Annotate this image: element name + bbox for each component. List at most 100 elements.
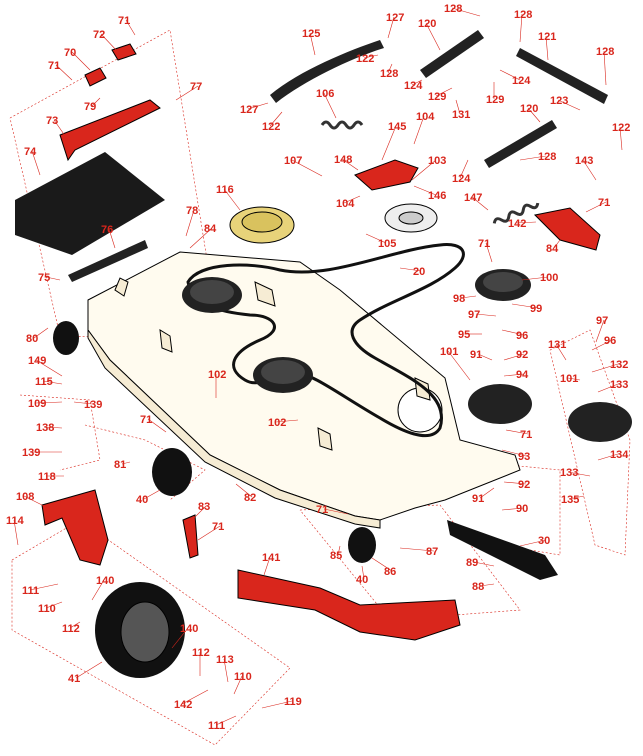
part-label-147: 147 (464, 192, 482, 204)
leader-line-93 (501, 449, 527, 457)
part-label-129: 129 (486, 94, 504, 106)
black-components (15, 30, 608, 678)
part-label-119: 119 (284, 696, 302, 708)
part-label-142: 142 (508, 218, 526, 230)
leader-line-79 (91, 97, 101, 107)
part-label-107: 107 (284, 155, 302, 167)
part-label-145: 145 (388, 121, 406, 133)
part-label-121: 121 (538, 31, 556, 43)
part-label-114: 114 (6, 515, 25, 527)
leader-line-142 (181, 689, 209, 705)
leader-line-127 (387, 16, 395, 39)
red-components (41, 43, 601, 641)
part-label-77: 77 (190, 81, 202, 93)
leader-line-40 (143, 489, 161, 500)
leader-line-94 (503, 373, 525, 377)
part-label-134: 134 (610, 449, 629, 461)
part-label-120: 120 (520, 103, 538, 115)
part-label-105: 105 (378, 238, 396, 250)
leader-line-129 (435, 87, 453, 97)
leader-line-141 (263, 556, 271, 576)
part-label-74: 74 (24, 146, 37, 158)
part-label-111: 111 (208, 720, 225, 732)
part-label-99: 99 (530, 303, 542, 315)
part-label-76: 76 (101, 224, 113, 236)
leader-line-128 (603, 50, 607, 86)
part-label-71: 71 (520, 429, 532, 441)
leader-line-124 (459, 159, 469, 179)
part-label-124: 124 (452, 173, 471, 185)
part-label-87: 87 (426, 546, 438, 558)
leader-line-76 (108, 228, 116, 249)
leader-line-104 (343, 195, 361, 204)
leader-line-105 (365, 233, 387, 244)
leader-line-71 (323, 508, 349, 515)
leader-line-121 (545, 35, 549, 61)
part-label-81: 81 (114, 459, 126, 471)
part-label-108: 108 (16, 491, 34, 503)
leader-line-128 (519, 155, 547, 161)
part-label-104: 104 (336, 198, 355, 210)
leader-line-128 (451, 7, 481, 17)
part-label-79: 79 (84, 101, 96, 113)
part-label-98: 98 (453, 293, 465, 305)
leader-line-110 (45, 601, 63, 609)
leader-line-84 (553, 239, 561, 249)
part-label-84: 84 (204, 223, 217, 235)
part-label-149: 149 (28, 355, 46, 367)
leader-line-80 (33, 327, 49, 339)
part-label-109: 109 (28, 398, 46, 410)
part-label-89: 89 (466, 557, 478, 569)
leader-line-115 (42, 380, 63, 385)
leader-line-72 (100, 33, 119, 53)
part-label-112: 112 (62, 623, 80, 635)
leader-line-133 (567, 471, 591, 477)
leader-line-103 (411, 159, 437, 181)
leader-line-133 (597, 383, 619, 393)
leader-line-100 (521, 276, 549, 281)
part-label-97: 97 (596, 315, 608, 327)
leader-line-135 (568, 495, 585, 500)
leader-line-71 (147, 418, 167, 433)
part-label-133: 133 (610, 379, 628, 391)
part-label-140: 140 (180, 623, 198, 635)
part-label-100: 100 (540, 272, 558, 284)
leader-line-140 (91, 579, 105, 601)
leader-line-71 (55, 64, 73, 81)
part-label-41: 41 (68, 673, 80, 685)
leader-line-101 (447, 350, 471, 381)
part-label-90: 90 (516, 503, 528, 515)
part-label-72: 72 (93, 29, 105, 41)
leader-line-92 (503, 481, 527, 485)
leader-line-113 (223, 658, 229, 683)
spindle-pulleys (182, 203, 632, 442)
part-label-127: 127 (386, 12, 404, 24)
leader-line-106 (323, 92, 337, 119)
leader-line-99 (511, 303, 539, 309)
part-label-129: 129 (428, 91, 446, 103)
part-label-71: 71 (48, 60, 60, 72)
leader-line-114 (13, 519, 19, 546)
leader-line-146 (413, 185, 437, 196)
part-label-80: 80 (26, 333, 38, 345)
leader-line-71 (125, 19, 136, 36)
part-label-112: 112 (192, 647, 210, 659)
leader-line-127 (247, 102, 269, 110)
leader-line-149 (35, 359, 63, 377)
part-label-123: 123 (550, 95, 568, 107)
leader-line-90 (501, 507, 525, 511)
leader-line-97 (475, 313, 497, 317)
part-label-128: 128 (444, 3, 462, 15)
leader-line-128 (519, 13, 523, 43)
part-label-96: 96 (516, 330, 528, 342)
leader-line-91 (479, 487, 495, 499)
leader-line-109 (35, 401, 63, 404)
part-label-148: 148 (334, 154, 352, 166)
part-label-104: 104 (416, 111, 435, 123)
leader-line-122 (619, 126, 623, 151)
leader-line-138 (43, 426, 63, 429)
leader-line-85 (337, 545, 341, 556)
leader-line-71 (485, 242, 493, 263)
part-label-131: 131 (548, 339, 566, 351)
part-label-91: 91 (470, 349, 482, 361)
